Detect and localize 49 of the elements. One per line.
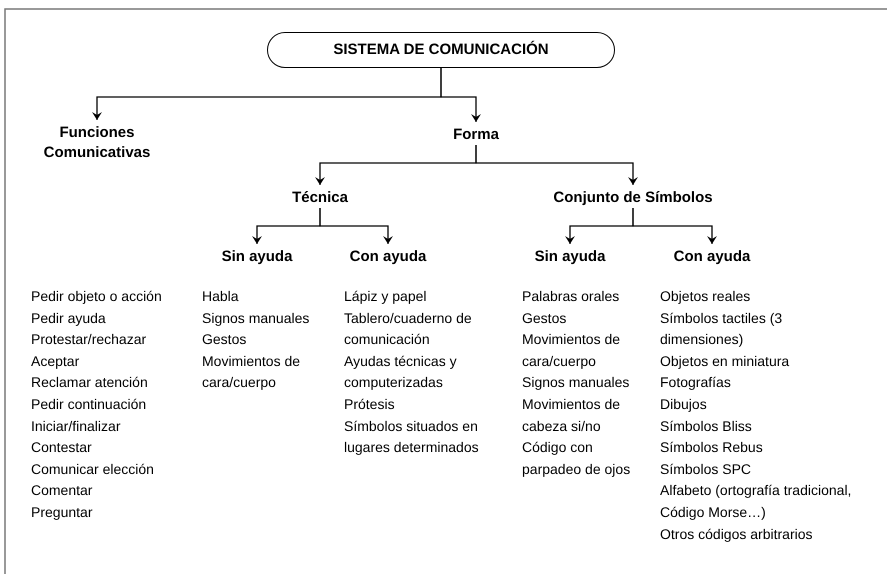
list-item: Objetos en miniatura (660, 352, 790, 371)
heading-text: Conjunto de Símbolos (553, 188, 713, 208)
list-item: Reclamar atención (31, 373, 149, 392)
list-item: Símbolos Rebus (660, 438, 764, 458)
list-item: Signos manuales (522, 373, 630, 392)
list-item: Ayudas técnicas y computerizadas (344, 352, 458, 392)
list-item: Protestar/rechazar (31, 330, 148, 350)
list-item: Fotografías (660, 373, 732, 392)
list-item: Otros códigos arbitrarios (660, 524, 814, 544)
list-item: Movimientos de cabeza si/no (522, 394, 622, 436)
list-item: Gestos (202, 330, 248, 350)
list-item: Contestar (31, 438, 93, 458)
list-item: Símbolos Bliss (660, 416, 753, 436)
list-item: Pedir ayuda (31, 308, 107, 328)
list-item: Objetos reales (660, 287, 752, 306)
connector-arrow (632, 208, 717, 244)
list-item: Comentar (31, 481, 94, 500)
list-item: Comunicar elección (31, 460, 155, 479)
list-item: Código con parpadeo de ojos (522, 438, 632, 479)
heading-text: Técnica (292, 188, 348, 208)
heading-text: Forma (453, 125, 499, 145)
heading-text: Sin ayuda (534, 247, 606, 267)
heading-text: Funciones Comunicativas (27, 123, 167, 163)
heading-text: Sin ayuda (222, 247, 292, 267)
list-item: Movimientos de cara/cuerpo (522, 330, 622, 371)
connector-arrow (319, 208, 393, 244)
heading-text: Con ayuda (350, 247, 426, 267)
list-item: Pedir objeto o acción (31, 287, 163, 306)
list-item: Símbolos tactiles (3 dimensiones) (660, 308, 784, 350)
list-item: Alfabeto (ortografía tradicional, Código Morse…) (660, 481, 852, 522)
title-box: SISTEMA DE COMUNICACIÓN (267, 32, 615, 68)
list-item: Aceptar (31, 352, 80, 371)
connector-arrow (440, 68, 481, 122)
list-item: Símbolos SPC (660, 460, 752, 479)
list-item: Pedir continuación (31, 394, 148, 414)
connector-arrow (475, 145, 638, 185)
list-item: Prótesis (344, 394, 396, 414)
list-item: Preguntar (31, 502, 94, 522)
list-item: Palabras orales (522, 287, 620, 306)
list-item: Gestos (522, 308, 568, 328)
list-item: Dibujos (660, 394, 708, 414)
list-item: Signos manuales (202, 308, 310, 328)
list-item: Lápiz y papel (344, 287, 428, 306)
list-item: Habla (202, 287, 240, 306)
list-item: Símbolos situados en lugares determinados (344, 416, 480, 458)
list-item: Tablero/cuaderno de comunicación (344, 308, 473, 350)
list-item: Movimientos de cara/cuerpo (202, 352, 302, 392)
list-item: Iniciar/finalizar (31, 416, 122, 436)
heading-text: Con ayuda (674, 247, 750, 267)
